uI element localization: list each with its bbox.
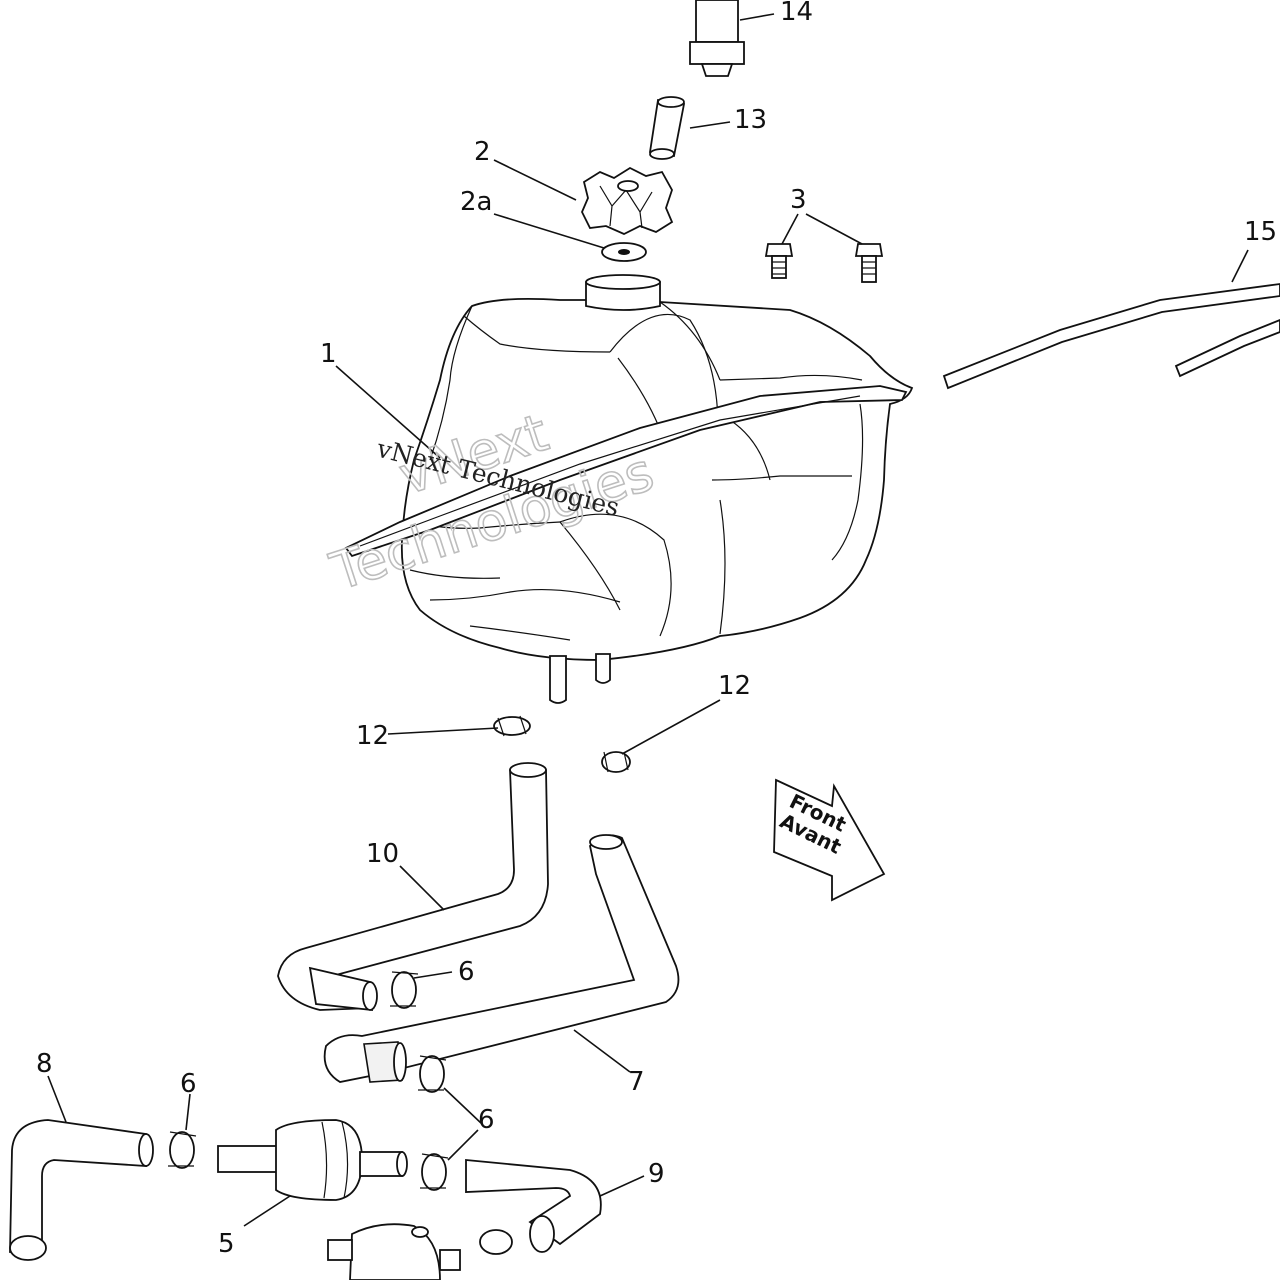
callout-15: 15 <box>1244 217 1277 247</box>
part-2-fuel-cap <box>581 166 674 235</box>
part-6-clamp-d <box>420 1153 449 1191</box>
callout-7: 7 <box>628 1067 645 1097</box>
part-8-elbow-hose <box>9 1119 154 1253</box>
callout-12-right: 12 <box>718 671 751 701</box>
front-direction-arrow: Front Avant <box>773 778 886 902</box>
callout-5: 5 <box>218 1229 235 1259</box>
part-5-fuel-filter <box>217 1119 408 1201</box>
part-1-fuel-tank <box>344 274 914 704</box>
part-13-vent-hose <box>648 96 686 160</box>
callout-9: 9 <box>648 1159 665 1189</box>
part-9-elbow-hose <box>465 1159 602 1253</box>
part-7-fuel-hose <box>323 834 680 1083</box>
callout-13: 13 <box>734 105 767 135</box>
callout-6-upper: 6 <box>458 957 475 987</box>
part-6-clamp-b <box>418 1055 447 1093</box>
fuel-valve-partial <box>327 1223 461 1280</box>
part-10-fuel-hose <box>277 762 549 1012</box>
part-3-bolt-right <box>854 243 884 283</box>
callout-10: 10 <box>366 839 399 869</box>
leader-lines <box>47 13 1249 1227</box>
part-12-clamp-lower <box>601 751 631 773</box>
part-2a-cap-gasket <box>601 242 647 262</box>
part-3-bolt-left <box>764 243 794 279</box>
part-6-clamp-c <box>168 1131 197 1169</box>
callout-6-left: 6 <box>180 1069 197 1099</box>
callout-8: 8 <box>36 1049 53 1079</box>
callout-3: 3 <box>790 185 807 215</box>
callout-2: 2 <box>474 137 491 167</box>
part-6-clamp-a <box>390 971 419 1009</box>
part-12-clamp-upper <box>493 715 531 737</box>
part-15-vent-tube <box>942 283 1280 390</box>
clamp-bottom-right <box>479 1229 513 1255</box>
callout-6-middle: 6 <box>478 1105 495 1135</box>
part-14-breather-filter <box>689 0 745 77</box>
callout-1: 1 <box>320 339 337 369</box>
clamp-bottom-left <box>9 1235 47 1261</box>
callout-14: 14 <box>780 0 813 27</box>
callout-12-left: 12 <box>356 721 389 751</box>
callout-2a: 2a <box>460 187 492 217</box>
